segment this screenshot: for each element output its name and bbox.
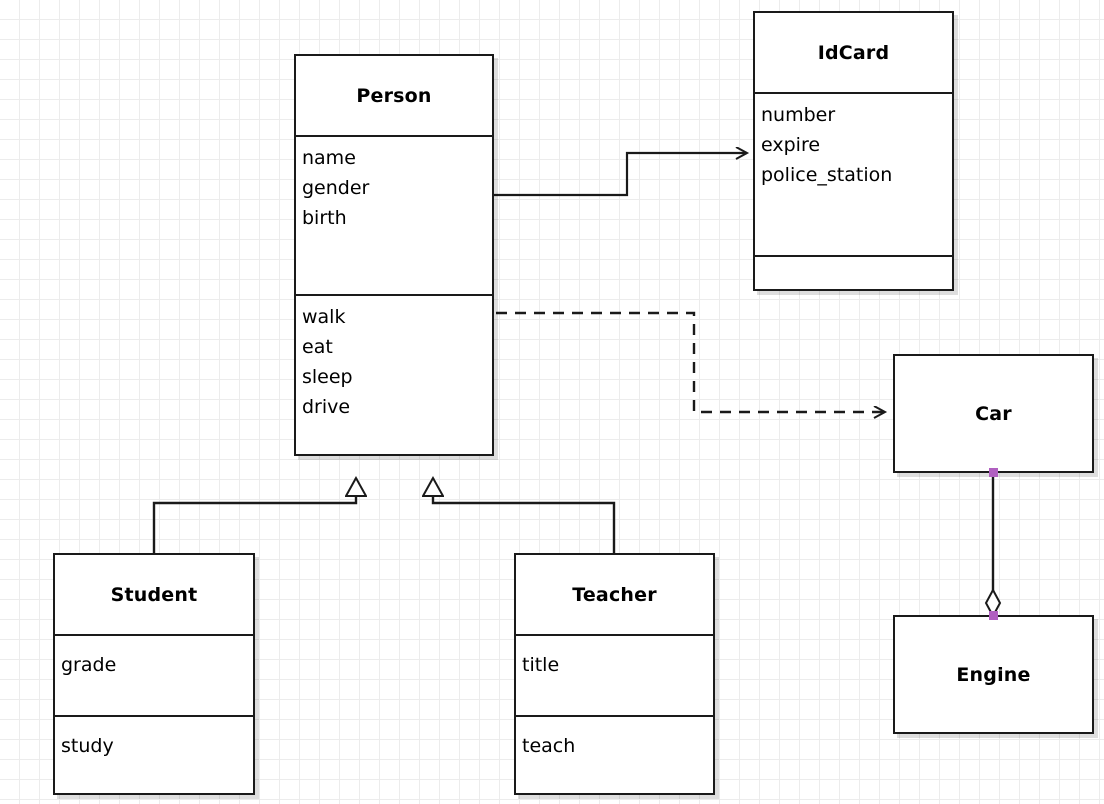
- relation-association-person-idcard[interactable]: [494, 153, 747, 197]
- class-title-engine: Engine: [895, 617, 1092, 732]
- connection-point-car[interactable]: [989, 468, 998, 477]
- method-item: study: [61, 735, 114, 757]
- method-item: teach: [522, 735, 576, 757]
- class-title-student: Student: [55, 555, 253, 634]
- attribute-item: grade: [61, 654, 117, 676]
- attribute-item: expire: [761, 134, 821, 156]
- class-name-teacher: Teacher: [572, 583, 657, 606]
- class-box-teacher[interactable]: Teacher title teach: [514, 553, 715, 795]
- class-attributes-teacher: title: [516, 634, 713, 715]
- relation-dependency-person-car[interactable]: [496, 311, 885, 412]
- attribute-item: police_station: [761, 164, 893, 186]
- class-title-teacher: Teacher: [516, 555, 713, 634]
- connection-point-engine[interactable]: [989, 611, 998, 620]
- attribute-item: name: [302, 147, 356, 169]
- class-attributes-student: grade: [55, 634, 253, 715]
- attribute-item: title: [522, 654, 560, 676]
- class-box-engine[interactable]: Engine: [893, 615, 1094, 734]
- class-attributes-idcard: number expire police_station: [755, 92, 952, 255]
- class-box-idcard[interactable]: IdCard number expire police_station: [753, 11, 954, 291]
- class-attributes-person: name gender birth: [296, 135, 492, 294]
- relation-generalization-student-person[interactable]: [152, 478, 356, 553]
- method-item: sleep: [302, 366, 353, 388]
- class-box-person[interactable]: Person name gender birth walk eat sleep …: [294, 54, 494, 456]
- class-box-student[interactable]: Student grade study: [53, 553, 255, 795]
- method-item: eat: [302, 336, 333, 358]
- class-methods-person: walk eat sleep drive: [296, 294, 492, 456]
- method-item: drive: [302, 396, 351, 418]
- attribute-item: birth: [302, 207, 347, 229]
- attribute-item: gender: [302, 177, 370, 199]
- class-title-person: Person: [296, 56, 492, 135]
- class-name-engine: Engine: [956, 663, 1031, 686]
- class-name-idcard: IdCard: [817, 41, 890, 64]
- class-title-car: Car: [895, 356, 1092, 471]
- attribute-item: number: [761, 104, 836, 126]
- class-methods-idcard: [755, 255, 952, 289]
- class-name-person: Person: [356, 84, 432, 107]
- class-name-student: Student: [110, 583, 198, 606]
- class-name-car: Car: [975, 402, 1012, 425]
- method-item: walk: [302, 306, 346, 328]
- class-box-car[interactable]: Car: [893, 354, 1094, 473]
- class-methods-student: study: [55, 715, 253, 793]
- relation-generalization-teacher-person[interactable]: [433, 478, 616, 553]
- class-methods-teacher: teach: [516, 715, 713, 793]
- class-title-idcard: IdCard: [755, 13, 952, 92]
